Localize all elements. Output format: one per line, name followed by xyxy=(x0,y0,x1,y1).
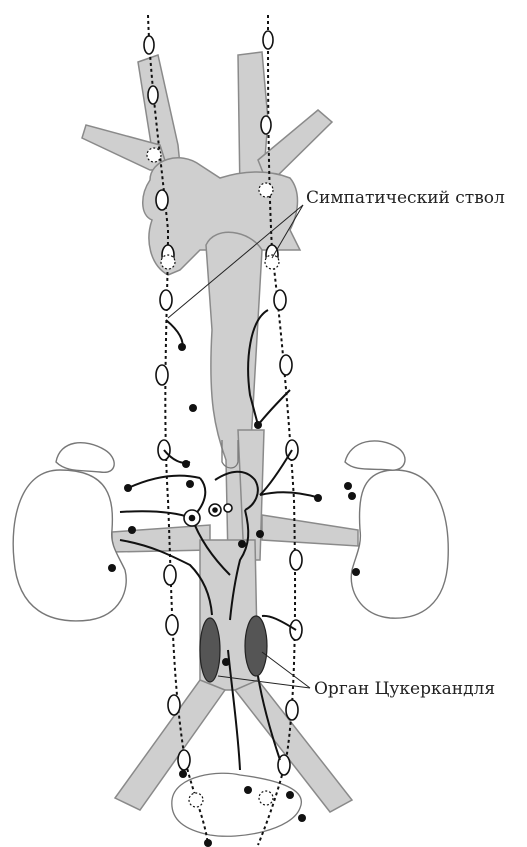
nerve-ending-dot xyxy=(182,460,190,468)
ganglion xyxy=(178,750,190,770)
nerve-ending-dot xyxy=(108,564,116,572)
zuckerkandl-organ-label: Орган Цукеркандля xyxy=(314,679,495,699)
ganglion xyxy=(263,31,273,49)
nerve-ending-dot xyxy=(254,421,262,429)
ganglion xyxy=(166,615,178,635)
nerve-branch xyxy=(120,511,192,518)
nerve-ending-dot xyxy=(344,482,352,490)
right-adrenal xyxy=(345,441,405,470)
plexus-nodes xyxy=(184,504,232,526)
stellate-ganglion xyxy=(147,148,161,162)
mesenteric-ganglion-center xyxy=(213,508,217,512)
nerve-ending-dot xyxy=(179,770,187,778)
ganglion xyxy=(144,36,154,54)
stellate-ganglion xyxy=(189,793,203,807)
nerve-ending-dot xyxy=(128,526,136,534)
left-renal-vessel xyxy=(112,525,210,552)
ganglion xyxy=(274,290,286,310)
ganglion xyxy=(168,695,180,715)
aorticorenal-ganglion xyxy=(224,504,232,512)
nerve-ending-dot xyxy=(256,530,264,538)
zuckerkandl-organ-right xyxy=(245,616,267,676)
ganglion xyxy=(156,365,168,385)
nerve-ending-dot xyxy=(238,540,246,548)
nerve-ending-dot xyxy=(124,484,132,492)
ganglion xyxy=(156,190,168,210)
nerve-ending-dot xyxy=(286,791,294,799)
sympathetic-trunk-label: Симпатический ствол xyxy=(306,188,505,208)
nerve-ending-dot xyxy=(204,839,212,847)
ganglion xyxy=(164,565,176,585)
nerve-ending-dot xyxy=(352,568,360,576)
left-adrenal xyxy=(56,443,114,473)
ganglion xyxy=(280,355,292,375)
nerve-ending-dot xyxy=(314,494,322,502)
stellate-ganglion xyxy=(161,255,175,269)
nerve-ending-dot xyxy=(189,404,197,412)
right-renal-vessel xyxy=(262,515,358,546)
ganglion xyxy=(148,86,158,104)
nerve-ending-dot xyxy=(298,814,306,822)
ganglion xyxy=(290,550,302,570)
nerve-branch xyxy=(260,492,320,498)
stellate-ganglion xyxy=(259,183,273,197)
ganglion xyxy=(261,116,271,134)
nerve-ending-dot xyxy=(222,658,230,666)
zuckerkandl-organ-left xyxy=(200,618,220,682)
nerve-branch xyxy=(258,390,290,425)
nerve-ending-dot xyxy=(244,786,252,794)
nerve-ending-dot xyxy=(186,480,194,488)
ganglion xyxy=(160,290,172,310)
nerve-ending-dot xyxy=(178,343,186,351)
left-kidney xyxy=(13,470,126,621)
stellate-ganglion xyxy=(259,791,273,805)
ganglion xyxy=(286,700,298,720)
nerve-ending-dot xyxy=(348,492,356,500)
nerve-branch xyxy=(260,450,292,495)
right-kidney xyxy=(351,470,448,618)
celiac-ganglion-center xyxy=(190,516,195,521)
